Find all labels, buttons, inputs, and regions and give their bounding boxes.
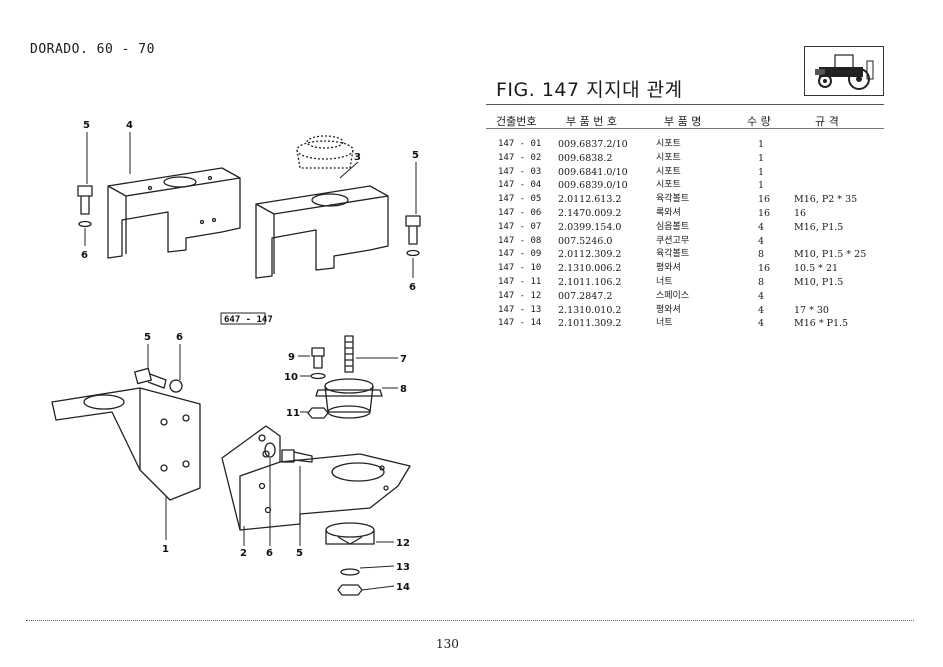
bracket-part-1 [51, 387, 201, 501]
callout-8: 8 [400, 384, 407, 395]
col-head-qty: 수 량 [747, 115, 771, 128]
title-rule [486, 104, 884, 105]
exploded-parts-diagram: 647 - 147 5 4 3 5 6 6 5 6 9 10 11 7 8 1 … [51, 120, 421, 596]
col-head-ref: 건출번호 [496, 115, 537, 128]
page-number: 130 [436, 637, 459, 651]
callout-4: 4 [126, 120, 133, 131]
bracket-part-3 [255, 185, 389, 279]
col-head-name: 부 품 명 [664, 115, 702, 128]
callout-10: 10 [284, 372, 298, 383]
diagram-ref-code: 647 - 147 [224, 315, 273, 325]
bracket-part-4 [107, 167, 241, 259]
callout-2: 2 [240, 548, 247, 559]
callout-6: 6 [81, 250, 88, 261]
callout-14: 14 [396, 582, 410, 593]
callout-13: 13 [396, 562, 410, 573]
bolt-upper-left [77, 185, 93, 228]
spacer-part-12 [325, 522, 375, 545]
callout-5: 5 [412, 150, 419, 161]
tractor-thumbnail [804, 46, 884, 96]
tractor-icon [815, 54, 874, 90]
bolt-upper-right [405, 215, 421, 257]
callout-5: 5 [296, 548, 303, 559]
figure-title: FIG. 147 지지대 관계 [496, 79, 683, 101]
footer-rule [26, 620, 914, 621]
callout-11: 11 [286, 408, 300, 419]
col-head-spec: 규 격 [815, 115, 839, 128]
callout-7: 7 [400, 354, 407, 365]
callout-5: 5 [83, 120, 90, 131]
model-title: DORADO. 60 - 70 [30, 42, 155, 57]
cushion-sketch [296, 135, 354, 169]
washer-part-13 [340, 568, 360, 576]
callout-1: 1 [162, 544, 169, 555]
header-rule [486, 128, 884, 129]
callout-12: 12 [396, 538, 410, 549]
callout-6: 6 [176, 332, 183, 343]
col-head-part-no: 부 품 번 호 [566, 115, 617, 128]
nut-part-14 [337, 584, 363, 596]
callout-3: 3 [354, 152, 361, 163]
bracket-part-2 [221, 425, 411, 531]
callout-9: 9 [288, 352, 295, 363]
cushion-assembly [307, 335, 383, 419]
callout-6: 6 [266, 548, 273, 559]
callout-5: 5 [144, 332, 151, 343]
callout-6: 6 [409, 282, 416, 293]
